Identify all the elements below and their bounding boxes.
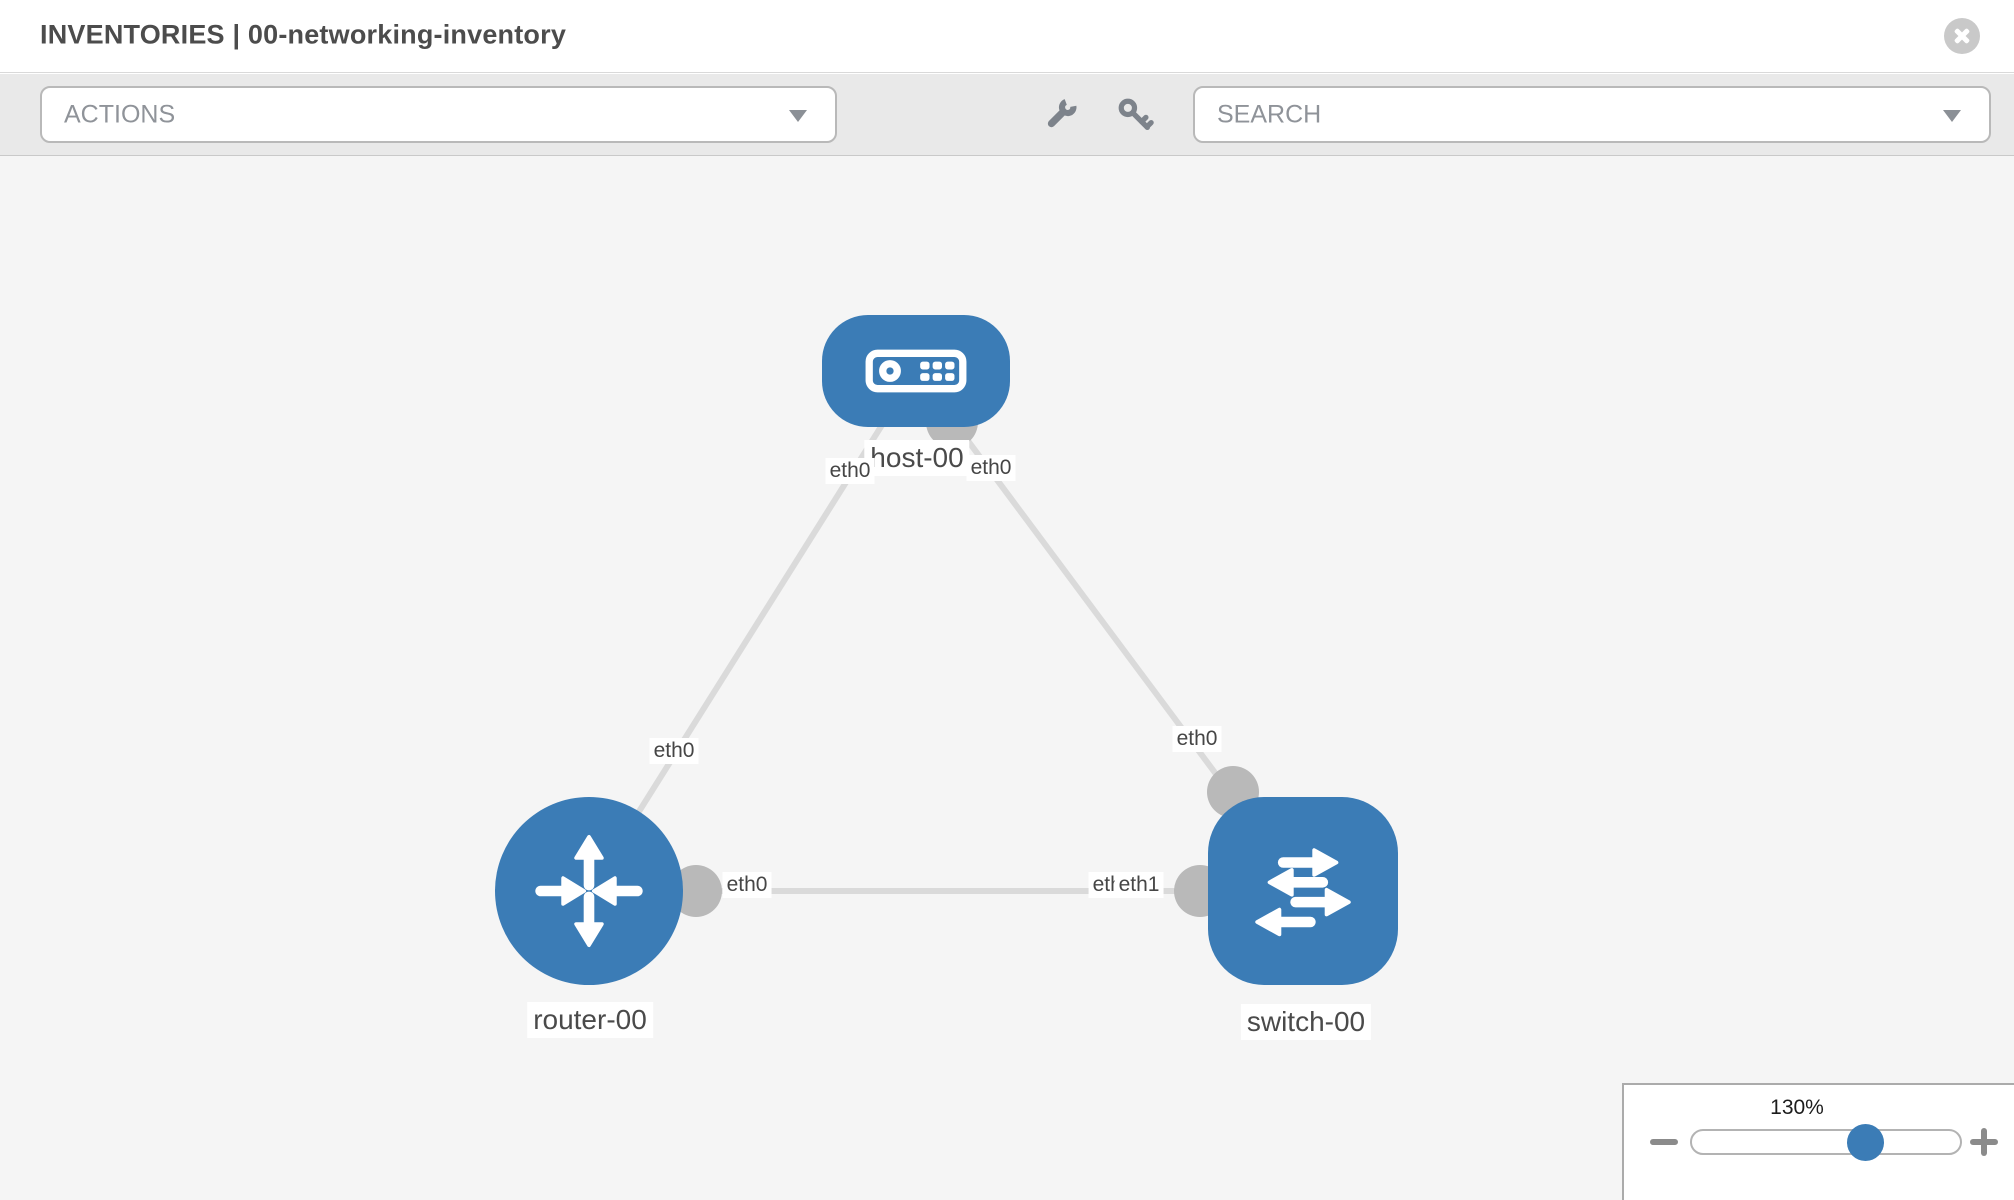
chevron-down-icon [1943, 109, 1961, 122]
actions-dropdown-label: ACTIONS [64, 100, 176, 128]
toolbar: ACTIONS SEARCH [0, 74, 2014, 156]
header: INVENTORIES | 00-networking-inventory [0, 0, 2014, 73]
port-label-router-eth0: eth0 [722, 872, 772, 899]
link-router-host[interactable] [586, 369, 919, 893]
port-label-host-left: eth0 [825, 458, 875, 485]
wrench-icon[interactable] [1042, 96, 1080, 134]
port-label-host-right: eth0 [966, 455, 1016, 482]
node-label-router: router-00 [527, 1002, 653, 1039]
port-dot-router[interactable] [670, 865, 722, 917]
page-title: INVENTORIES | 00-networking-inventory [40, 19, 567, 50]
key-icon[interactable] [1116, 96, 1154, 134]
port-label-router-host: eth0 [649, 738, 699, 765]
port-label-host-switch: eth0 [1172, 726, 1222, 753]
router-icon [535, 834, 643, 948]
links-layer [586, 369, 1306, 917]
zoom-level-value: 130% [1770, 1096, 1824, 1119]
switch-icon [1255, 848, 1351, 937]
zoom-out-button[interactable] [1650, 1139, 1678, 1145]
node-label-host: host-00 [864, 440, 970, 477]
chevron-down-icon [789, 109, 807, 122]
node-host-00[interactable] [822, 315, 1010, 427]
actions-dropdown[interactable]: ACTIONS [40, 86, 837, 143]
port-label-switch-eth1: eth1 [1114, 872, 1164, 899]
search-dropdown-label: SEARCH [1217, 100, 1322, 128]
node-label-switch: switch-00 [1240, 1004, 1372, 1041]
zoom-in-button[interactable] [1970, 1128, 1998, 1156]
close-icon[interactable] [1944, 18, 1980, 54]
node-router-00[interactable] [495, 797, 683, 985]
zoom-slider-thumb[interactable] [1847, 1124, 1884, 1161]
zoom-panel: 130% [1622, 1083, 2014, 1200]
host-icon [865, 349, 967, 393]
search-dropdown[interactable]: SEARCH [1193, 86, 1991, 143]
node-switch-00[interactable] [1208, 797, 1398, 985]
zoom-slider-track[interactable] [1690, 1129, 1962, 1155]
topology-canvas[interactable]: host-00 router-00 switch-00 eth0 eth0 et… [0, 156, 2014, 1200]
